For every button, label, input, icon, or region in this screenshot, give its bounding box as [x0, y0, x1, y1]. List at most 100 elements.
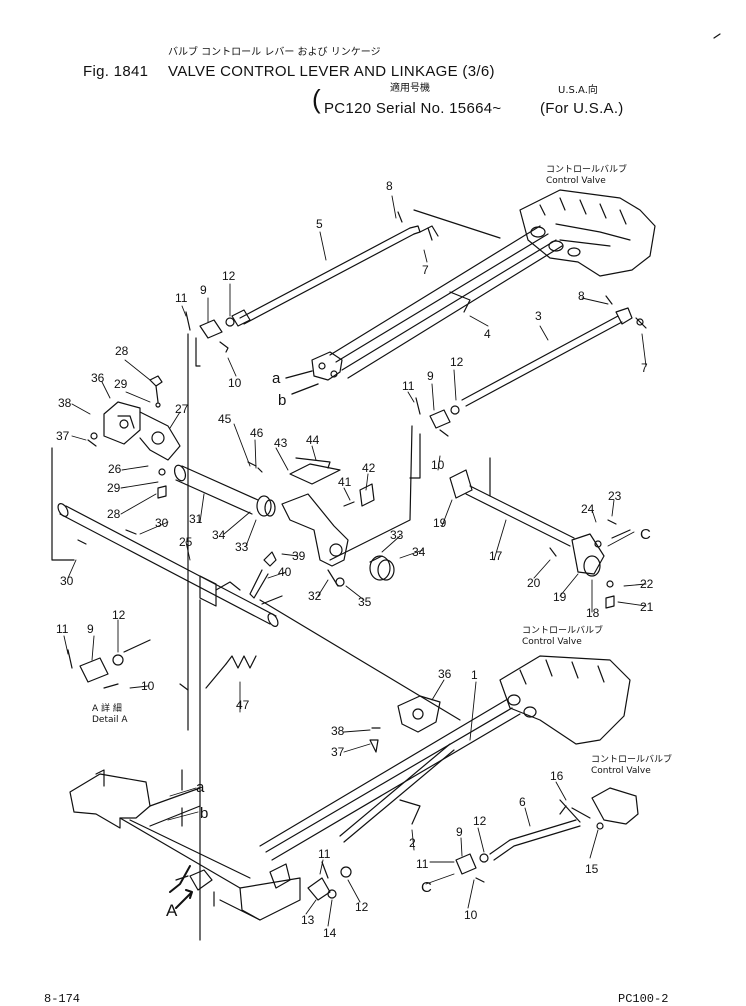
detail-a-clevis — [67, 639, 151, 689]
bracket-36-lower — [259, 599, 461, 753]
part-number-37: 37 — [56, 429, 70, 443]
control-valve-label-right: Control Valve — [591, 766, 651, 776]
control-valve-kana-mid: コントロールバルブ — [522, 626, 604, 636]
part-number-18: 18 — [586, 606, 600, 620]
part-number-12b: 12 — [450, 355, 464, 369]
part-number-33b: 33 — [235, 540, 249, 554]
spring-47 — [179, 599, 257, 941]
part-number-17: 17 — [489, 549, 503, 563]
part-number-9: 9 — [200, 283, 207, 297]
view-a-label: A — [166, 901, 178, 920]
part-number-46: 46 — [250, 426, 264, 440]
title-kana: バルブ コントロール レバー および リンケージ — [168, 47, 381, 58]
part-number-30b: 30 — [60, 574, 74, 588]
part-number-34b: 34 — [412, 545, 426, 559]
part-number-14: 14 — [323, 926, 337, 940]
model-code: PC100-2 — [618, 992, 669, 1006]
part-number-24: 24 — [581, 502, 595, 516]
applicability-kana: 適用号機 — [390, 83, 430, 94]
control-valve-middle — [499, 655, 631, 745]
control-valve-kana-top: コントロールバルブ — [546, 165, 628, 175]
part-number-9c: 9 — [87, 622, 94, 636]
part-number-7: 7 — [422, 263, 429, 277]
part-number-21: 21 — [640, 600, 654, 614]
region-kana: U.S.A.向 — [558, 85, 598, 96]
part-number-37b: 37 — [331, 745, 345, 759]
figure-number: Fig. 1841 — [83, 63, 149, 80]
part-number-47: 47 — [236, 698, 250, 712]
lever-32 — [249, 457, 375, 605]
part-number-32: 32 — [308, 589, 322, 603]
part-number-19b: 19 — [553, 590, 567, 604]
spacers-33-34 — [335, 555, 395, 587]
detail-a-kana: A 詳 細 — [92, 704, 122, 714]
part-number-12e: 12 — [355, 900, 369, 914]
part-number-6: 6 — [519, 795, 526, 809]
part-number-12d: 12 — [473, 814, 487, 828]
part-number-23: 23 — [608, 489, 622, 503]
part-number-38b: 38 — [331, 724, 345, 738]
part-number-28b: 28 — [107, 507, 121, 521]
part-number-22: 22 — [640, 577, 654, 591]
part-number-4: 4 — [484, 327, 491, 341]
shaft-25 — [51, 447, 279, 627]
part-number-11: 11 — [175, 291, 188, 305]
rods-1-2 — [259, 699, 521, 861]
control-valve-label-mid: Control Valve — [522, 637, 582, 647]
corner-mark — [713, 33, 721, 39]
part-number-36: 36 — [91, 371, 105, 385]
part-number-33: 33 — [390, 528, 404, 542]
connector-b-upper: b — [278, 392, 287, 409]
part-number-11d: 11 — [318, 847, 331, 861]
part-number-11b: 11 — [402, 379, 415, 393]
part-number-5: 5 — [316, 217, 323, 231]
part-number-31: 31 — [189, 512, 203, 526]
part-number-20: 20 — [527, 576, 541, 590]
region-label: (For U.S.A.) — [540, 100, 624, 117]
part-number-8b: 8 — [578, 289, 585, 303]
part-number-16: 16 — [550, 769, 564, 783]
part-number-36b: 36 — [438, 667, 452, 681]
rod-5 — [225, 209, 501, 327]
part-number-28: 28 — [115, 344, 129, 358]
clevis-upper-left — [185, 311, 229, 731]
part-number-44: 44 — [306, 433, 320, 447]
part-number-29: 29 — [114, 377, 128, 391]
part-number-7b: 7 — [641, 361, 648, 375]
bracket-36-upper — [87, 375, 181, 499]
connector-c-upper: C — [640, 526, 651, 543]
lever-17-assembly — [449, 457, 631, 609]
leader-lines — [63, 195, 647, 927]
part-number-41: 41 — [338, 475, 352, 489]
connector-a-upper: a — [272, 370, 281, 387]
serial-applicability: PC120 Serial No. 15664~ — [324, 100, 502, 117]
part-number-39: 39 — [292, 549, 306, 563]
part-number-10: 10 — [228, 376, 242, 390]
part-number-2: 2 — [409, 836, 416, 850]
part-number-42: 42 — [362, 461, 376, 475]
part-number-19: 19 — [433, 516, 447, 530]
control-valve-kana-right: コントロールバルブ — [591, 755, 673, 765]
page-number: 8-174 — [44, 992, 81, 1006]
part-number-26: 26 — [108, 462, 122, 476]
rod-3 — [329, 295, 647, 561]
part-number-27: 27 — [175, 402, 189, 416]
part-number-3: 3 — [535, 309, 542, 323]
part-number-15: 15 — [585, 862, 599, 876]
part-number-34: 34 — [212, 528, 226, 542]
control-valve-top — [519, 189, 656, 277]
part-number-8: 8 — [386, 179, 393, 193]
page-title: VALVE CONTROL LEVER AND LINKAGE (3/6) — [168, 63, 495, 80]
part-number-29b: 29 — [107, 481, 121, 495]
part-number-13: 13 — [301, 913, 315, 927]
part-number-12c: 12 — [112, 608, 126, 622]
part-number-1: 1 — [471, 668, 478, 682]
connector-c-lower: C — [421, 879, 432, 896]
part-number-11c: 11 — [56, 622, 69, 636]
clevis-bottom — [307, 861, 352, 901]
connector-b-lower: b — [200, 805, 209, 822]
base-lever-frame — [69, 769, 301, 921]
part-number-45: 45 — [218, 412, 232, 426]
open-paren: ( — [312, 84, 321, 114]
